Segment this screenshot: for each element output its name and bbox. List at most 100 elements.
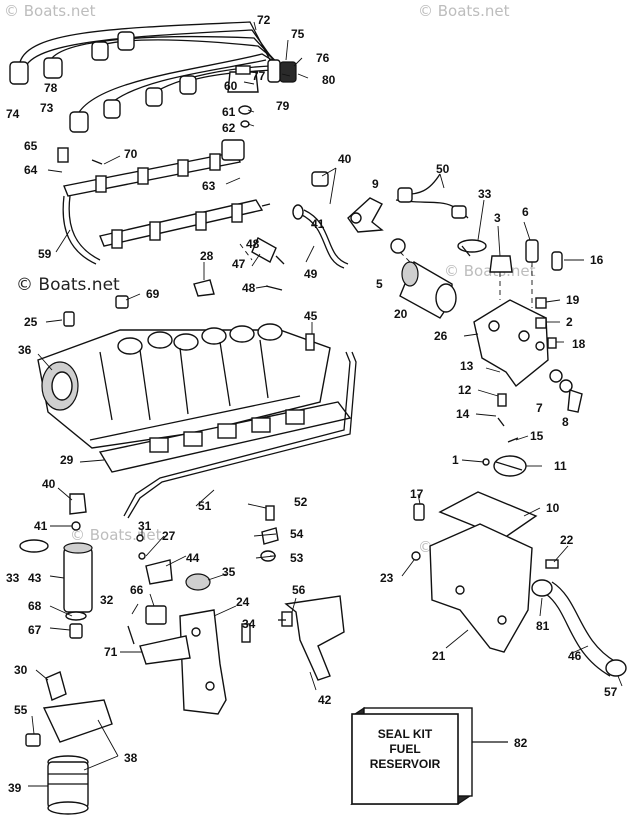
- callout-27: 27: [162, 529, 176, 543]
- callout-33-lower: 33: [6, 571, 20, 585]
- callout-46: 46: [568, 649, 582, 663]
- injector-harness: [62, 195, 253, 265]
- spark-plug-wire-set: [9, 21, 297, 133]
- watermark-left: © Boats.net: [16, 275, 120, 295]
- callout-77: 77: [252, 69, 266, 83]
- vacuum-hose: [292, 171, 349, 269]
- callout-40-top: 40: [338, 152, 352, 166]
- callout-54: 54: [290, 527, 304, 541]
- callout-48-upper: 48: [246, 237, 260, 251]
- callout-14: 14: [456, 407, 470, 421]
- hose-clamp-upper: [457, 239, 487, 257]
- filter-base-and-element: [25, 671, 113, 815]
- callout-48-lower: 48: [242, 281, 256, 295]
- electric-fuel-pump: [390, 238, 457, 319]
- callout-44: 44: [186, 551, 200, 565]
- callout-70: 70: [124, 147, 138, 161]
- callout-53: 53: [290, 551, 304, 565]
- callout-39: 39: [8, 781, 22, 795]
- callout-9: 9: [372, 177, 379, 191]
- callout-60: 60: [224, 79, 238, 93]
- watermark-top-left: © Boats.net: [4, 2, 96, 20]
- manifold-sensors: [63, 279, 315, 351]
- callout-62: 62: [222, 121, 236, 135]
- callout-20: 20: [394, 307, 408, 321]
- callout-33-top: 33: [478, 187, 492, 201]
- callout-35: 35: [222, 565, 236, 579]
- fuel-filter-assembly: [19, 493, 93, 639]
- callout-36: 36: [18, 343, 32, 357]
- callout-19: 19: [566, 293, 580, 307]
- callout-28: 28: [200, 249, 214, 263]
- callout-15: 15: [530, 429, 544, 443]
- callout-69: 69: [146, 287, 160, 301]
- callout-72: 72: [257, 13, 271, 27]
- watermark-top-right: © Boats.net: [418, 2, 510, 20]
- callout-17: 17: [410, 487, 424, 501]
- callout-12: 12: [458, 383, 472, 397]
- callout-81: 81: [536, 619, 550, 633]
- callout-34: 34: [242, 617, 256, 631]
- return-hose: [531, 559, 627, 677]
- fuel-injector: [251, 237, 285, 291]
- pressure-regulator: [227, 65, 259, 128]
- float-and-plug: [497, 369, 583, 443]
- callout-78: 78: [44, 81, 58, 95]
- callout-31: 31: [138, 519, 152, 533]
- callout-79: 79: [276, 99, 290, 113]
- fuel-rail-lower: [99, 199, 271, 249]
- callout-50: 50: [436, 162, 450, 176]
- callout-21: 21: [432, 649, 446, 663]
- sensor-harness: [127, 625, 191, 665]
- callout-22: 22: [560, 533, 574, 547]
- callout-63: 63: [202, 179, 216, 193]
- callout-80: 80: [322, 73, 336, 87]
- callout-61: 61: [222, 105, 236, 119]
- callout-24: 24: [236, 595, 250, 609]
- callout-47: 47: [232, 257, 246, 271]
- callout-2: 2: [566, 315, 573, 329]
- seal-kit-box: SEAL KIT FUEL RESERVOIR: [350, 706, 508, 806]
- support-bracket: [278, 595, 345, 681]
- fuel-rail-upper: [57, 139, 245, 197]
- callout-25: 25: [24, 315, 38, 329]
- callout-55: 55: [14, 703, 28, 717]
- callout-51: 51: [198, 499, 212, 513]
- callout-13: 13: [460, 359, 474, 373]
- callout-59: 59: [38, 247, 52, 261]
- callout-68: 68: [28, 599, 42, 613]
- callout-57: 57: [604, 685, 618, 699]
- callout-74: 74: [6, 107, 20, 121]
- callout-7: 7: [536, 401, 543, 415]
- fuel-reservoir: [411, 491, 538, 653]
- callout-56: 56: [292, 583, 306, 597]
- callout-41-lower: 41: [34, 519, 48, 533]
- callout-66: 66: [130, 583, 144, 597]
- callout-3: 3: [494, 211, 501, 225]
- callout-38: 38: [124, 751, 138, 765]
- callout-64: 64: [24, 163, 38, 177]
- callout-42: 42: [318, 693, 332, 707]
- mounting-bracket: [347, 197, 384, 233]
- callout-11: 11: [554, 459, 567, 473]
- callout-71: 71: [104, 645, 118, 659]
- callout-43: 43: [28, 571, 42, 585]
- reservoir-cap: [482, 455, 527, 477]
- seal-kit-line1: SEAL KIT: [378, 727, 433, 741]
- callout-40-lower: 40: [42, 477, 56, 491]
- seal-kit-line2: FUEL: [389, 742, 420, 756]
- callout-18: 18: [572, 337, 586, 351]
- callout-65: 65: [24, 139, 38, 153]
- callout-45: 45: [304, 309, 318, 323]
- callout-73: 73: [40, 101, 54, 115]
- vapor-separator-cover: [473, 297, 557, 388]
- callout-49: 49: [304, 267, 318, 281]
- callout-numbers: 72 75 76 60 77 80 78 74 73 79 61 62 65 7…: [6, 13, 618, 795]
- callout-10: 10: [546, 501, 560, 515]
- callout-41-top: 41: [311, 217, 325, 231]
- callout-6: 6: [522, 205, 529, 219]
- callout-30: 30: [14, 663, 28, 677]
- leader-lines: [28, 21, 623, 787]
